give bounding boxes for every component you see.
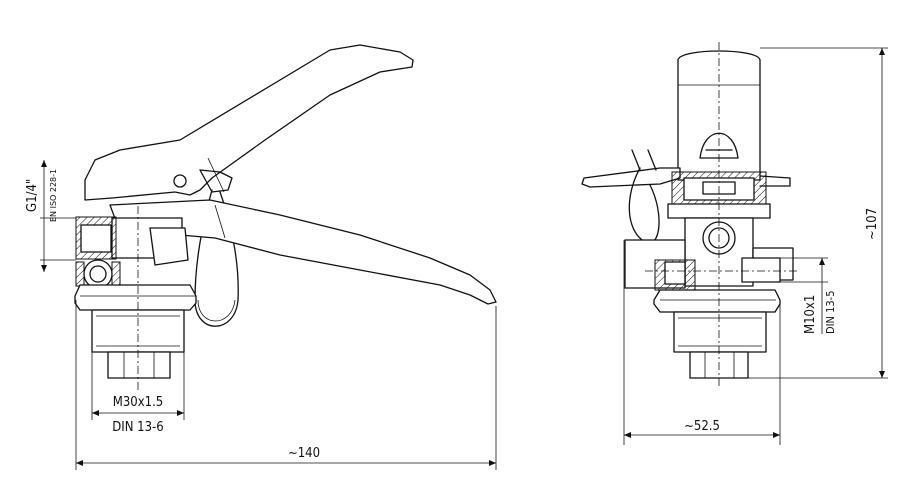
dimension-outlet: G1/4" EN ISO 228-1 bbox=[25, 160, 76, 272]
dim-thread-outlet: G1/4" bbox=[25, 179, 40, 212]
lower-handle bbox=[109, 199, 497, 305]
dim-height: ~107 bbox=[865, 208, 880, 240]
siphon-connector bbox=[107, 351, 171, 379]
lever-plate bbox=[677, 50, 761, 181]
safety-pin bbox=[199, 169, 233, 193]
valve-collar bbox=[74, 284, 197, 311]
dim-thread-main-std: DIN 13-6 bbox=[112, 420, 163, 435]
pin-arm bbox=[581, 167, 681, 188]
dim-overall-length: ~140 bbox=[288, 446, 320, 461]
dimension-overall-length: ~140 bbox=[75, 300, 497, 470]
dimension-depth: ~52.5 bbox=[623, 240, 781, 445]
main-thread-front bbox=[673, 311, 767, 353]
dim-depth: ~52.5 bbox=[684, 419, 720, 434]
front-view bbox=[581, 42, 800, 388]
side-view bbox=[74, 44, 497, 390]
dim-thread-gauge-std: DIN 13-5 bbox=[824, 290, 837, 334]
dim-thread-gauge: M10x1 bbox=[803, 295, 818, 334]
dim-thread-outlet-std: EN ISO 228-1 bbox=[49, 169, 58, 222]
dimension-gauge-thread: M10x1 DIN 13-5 bbox=[780, 257, 837, 334]
upper-lever bbox=[84, 44, 414, 201]
dimension-height: ~107 bbox=[748, 47, 888, 379]
dimension-main-thread: M30x1.5 DIN 13-6 bbox=[91, 352, 185, 435]
lever-pivot bbox=[173, 174, 187, 188]
dim-thread-main: M30x1.5 bbox=[113, 395, 163, 410]
valve-collar-front bbox=[653, 289, 781, 313]
gauge-thread bbox=[741, 257, 781, 283]
